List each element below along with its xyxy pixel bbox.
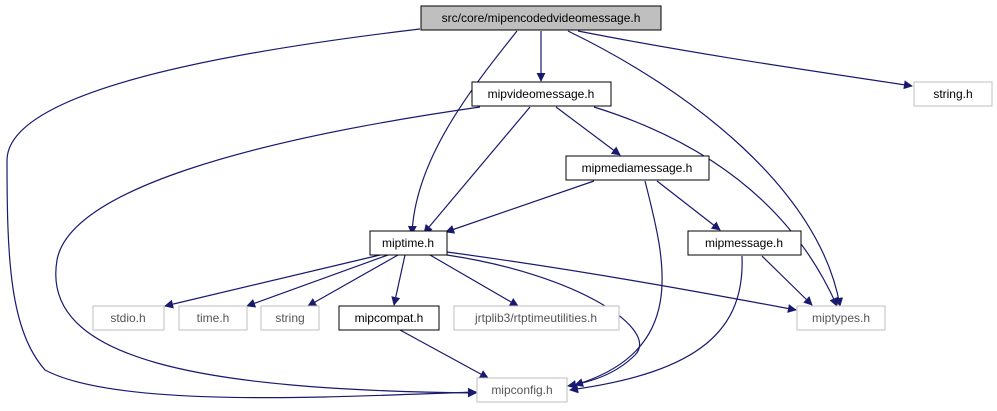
node-mipvideomessage-label: mipvideomessage.h <box>488 87 595 101</box>
edge-mipvideomessage-to-miptypes <box>593 106 838 307</box>
node-miptypes: miptypes.h <box>796 305 886 331</box>
edge-mipmessage-to-mipconfig <box>569 255 743 394</box>
node-time-h: time.h <box>178 305 248 331</box>
edge-miptime-to-mipcompat <box>391 254 406 306</box>
edge-mipmediamessage-to-miptime <box>445 180 595 234</box>
edge-miptime-to-mipconfig <box>446 254 641 389</box>
node-string-label: string <box>275 311 304 325</box>
node-mipconfig-label: mipconfig.h <box>491 383 552 397</box>
node-stdio-h-box <box>92 305 165 331</box>
node-rtptimeutilities: jrtplib3/rtptimeutilities.h <box>453 305 620 331</box>
node-miptypes-box <box>796 305 886 331</box>
edge-mipvideomessage-to-mipmediamessage <box>555 106 621 156</box>
node-mipmessage-label: mipmessage.h <box>705 236 783 250</box>
edge-root-to-string-h <box>577 30 913 90</box>
edge-miptime-to-miptypes <box>446 251 797 313</box>
node-string-h-label: string.h <box>933 87 972 101</box>
edge-root-to-miptime <box>407 30 518 235</box>
node-rtptimeutilities-label: jrtplib3/rtptimeutilities.h <box>474 311 597 325</box>
node-time-h-box <box>178 305 248 331</box>
edge-root-to-miptypes <box>567 30 844 307</box>
edge-root-to-mipconfig <box>6 28 477 399</box>
node-root-label: src/core/mipencodedvideomessage.h <box>442 11 641 25</box>
edge-miptime-to-time-h <box>246 254 389 308</box>
node-mipvideomessage[interactable]: mipvideomessage.h <box>471 81 612 107</box>
node-mipcompat-box <box>338 305 440 331</box>
edge-mipmessage-to-miptypes <box>761 255 813 306</box>
edge-mipvideomessage-to-miptime <box>423 106 531 234</box>
node-string-box <box>260 305 320 331</box>
node-mipconfig-box <box>476 377 568 403</box>
node-rtptimeutilities-box <box>453 305 620 331</box>
edge-miptime-to-rtptimeutilities <box>429 254 519 307</box>
node-time-h-label: time.h <box>197 311 230 325</box>
node-miptime-box <box>369 230 448 256</box>
node-string-h-box <box>913 81 993 107</box>
node-string-h: string.h <box>913 81 993 107</box>
node-mipmediamessage[interactable]: mipmediamessage.h <box>565 155 710 181</box>
node-mipcompat-label: mipcompat.h <box>355 311 424 325</box>
edge-mipcompat-to-mipconfig <box>399 329 489 379</box>
edge-mipmediamessage-to-mipconfig <box>574 180 663 387</box>
edge-miptime-to-stdio-h <box>164 254 381 309</box>
node-root[interactable]: src/core/mipencodedvideomessage.h <box>420 5 662 31</box>
edge-miptime-to-string <box>307 254 399 307</box>
file-nodes: src/core/mipencodedvideomessage.h mipvid… <box>92 5 993 403</box>
edge-mipvideomessage-to-mipconfig <box>55 106 481 398</box>
node-mipcompat[interactable]: mipcompat.h <box>338 305 440 331</box>
node-mipconfig: mipconfig.h <box>476 377 568 403</box>
dependency-edges <box>6 28 913 399</box>
node-string: string <box>260 305 320 331</box>
edge-mipmediamessage-to-mipmessage <box>656 180 721 231</box>
node-stdio-h-label: stdio.h <box>110 311 145 325</box>
node-stdio-h: stdio.h <box>92 305 165 331</box>
node-mipmediamessage-box <box>565 155 710 181</box>
node-mipmediamessage-label: mipmediamessage.h <box>582 161 693 175</box>
node-mipvideomessage-box <box>471 81 612 107</box>
node-mipmessage-box <box>687 230 802 256</box>
node-mipmessage[interactable]: mipmessage.h <box>687 230 802 256</box>
node-root-box <box>420 5 662 31</box>
node-miptime-label: miptime.h <box>382 236 434 250</box>
node-miptypes-label: miptypes.h <box>812 311 870 325</box>
node-miptime[interactable]: miptime.h <box>369 230 448 256</box>
